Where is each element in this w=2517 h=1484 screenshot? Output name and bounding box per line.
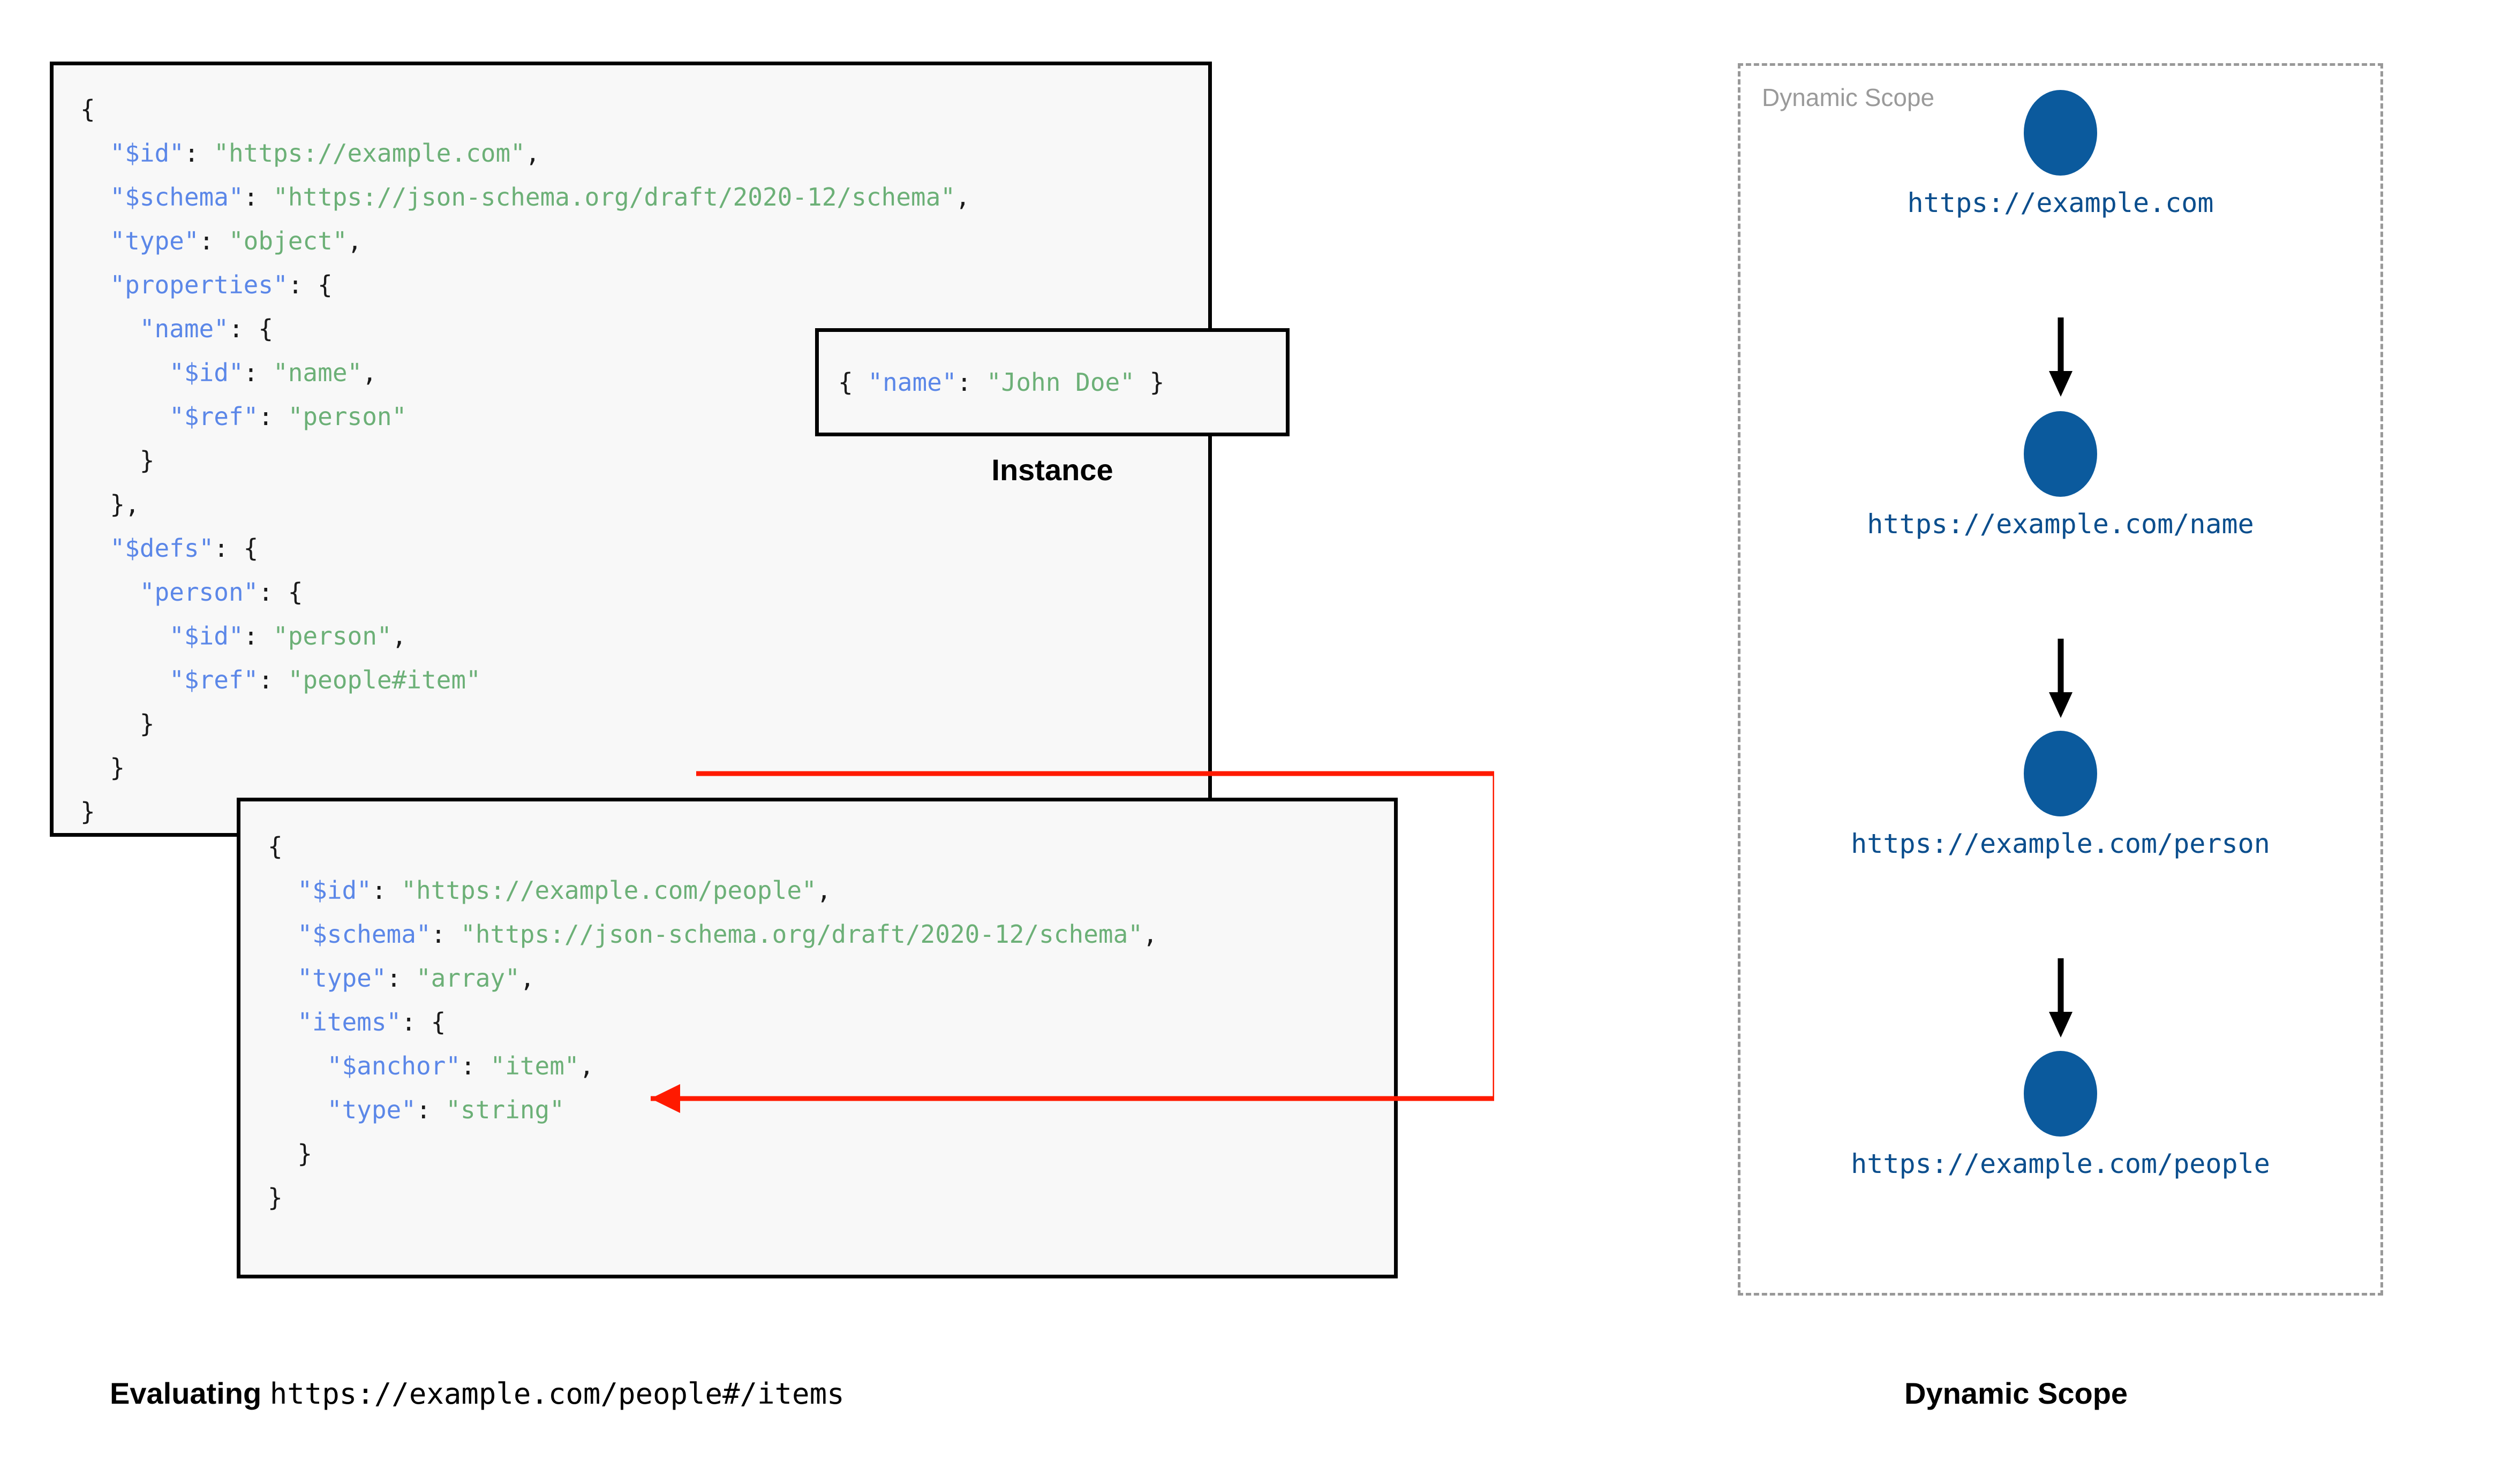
- scope-node-label: https://example.com: [1907, 187, 2214, 218]
- code-line: "$ref": "person": [169, 402, 407, 431]
- code-line: "$defs": {: [110, 534, 259, 563]
- instance-box: [815, 328, 1290, 436]
- code-line: {: [268, 832, 283, 861]
- code-line: "$id": "https://example.com",: [110, 139, 540, 168]
- scope-node-2: https://example.com/person: [1738, 731, 2383, 859]
- code-line: "$id": "https://example.com/people",: [297, 876, 832, 905]
- scope-node-ellipse-icon: [2024, 731, 2097, 816]
- evaluating-label: Evaluating: [110, 1376, 262, 1410]
- code-line: }: [80, 797, 95, 826]
- scope-node-0: https://example.com: [1738, 90, 2383, 218]
- code-line: "person": {: [139, 578, 303, 607]
- code-line: "type": "object",: [110, 226, 363, 255]
- code-line: {: [80, 95, 95, 124]
- evaluating-caption: Evaluating https://example.com/people#/i…: [110, 1376, 845, 1411]
- code-line: "$schema": "https://json-schema.org/draf…: [297, 920, 1158, 949]
- code-line: }: [80, 709, 155, 738]
- code-line: "type": "array",: [297, 964, 535, 993]
- code-line: }: [268, 1183, 283, 1212]
- code-line: "properties": {: [110, 270, 333, 299]
- dynamic-scope-panel-title: Dynamic Scope: [1762, 84, 1935, 111]
- root-schema-code: { "$id": "https://example.com", "$schema…: [80, 87, 970, 834]
- code-line: "items": {: [297, 1008, 446, 1036]
- code-line: "$ref": "people#item": [169, 665, 481, 694]
- dynamic-scope-panel: [1738, 63, 2383, 1296]
- scope-node-label: https://example.com/person: [1851, 828, 2270, 859]
- code-line: }: [80, 753, 125, 782]
- code-line: { "name": "John Doe" }: [838, 368, 1165, 397]
- code-line: "$id": "name",: [169, 358, 377, 387]
- code-line: }: [268, 1139, 313, 1168]
- scope-node-ellipse-icon: [2024, 90, 2097, 176]
- code-line: "$anchor": "item",: [327, 1051, 594, 1080]
- code-line: "$schema": "https://json-schema.org/draf…: [110, 183, 970, 211]
- code-line: "type": "string": [327, 1095, 564, 1124]
- root-schema-box: [50, 62, 1212, 837]
- scope-node-ellipse-icon: [2024, 411, 2097, 497]
- scope-node-3: https://example.com/people: [1738, 1051, 2383, 1179]
- dynamic-scope-caption: Dynamic Scope: [1904, 1376, 2128, 1410]
- scope-node-1: https://example.com/name: [1738, 411, 2383, 540]
- instance-caption: Instance: [991, 453, 1113, 487]
- scope-node-label: https://example.com/people: [1851, 1148, 2270, 1179]
- code-line: },: [80, 490, 140, 519]
- code-line: "name": {: [139, 314, 274, 343]
- code-line: "$id": "person",: [169, 622, 407, 650]
- scope-node-label: https://example.com/name: [1867, 509, 2254, 540]
- code-line: }: [80, 446, 155, 475]
- instance-code: { "name": "John Doe" }: [838, 360, 1164, 404]
- people-schema-code: { "$id": "https://example.com/people", "…: [268, 824, 1158, 1220]
- evaluating-uri: https://example.com/people#/items: [269, 1377, 845, 1411]
- scope-node-ellipse-icon: [2024, 1051, 2097, 1137]
